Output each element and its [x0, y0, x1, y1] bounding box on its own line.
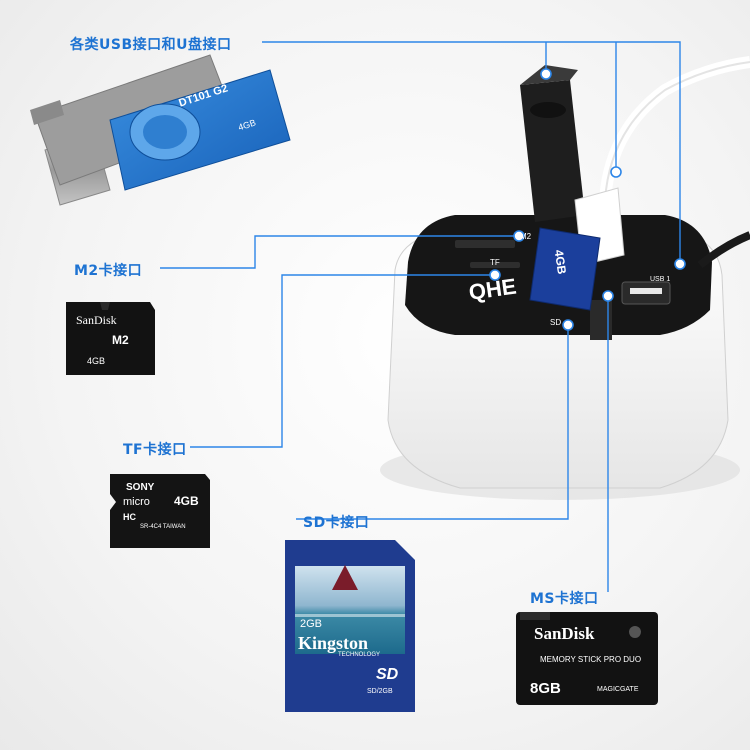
dot-ms — [602, 290, 614, 302]
m2-card-capacity: 4GB — [87, 356, 106, 366]
m2-card — [66, 302, 155, 375]
label-sd-port: SD卡接口 — [303, 515, 370, 531]
label-ms-port: MS卡接口 — [530, 591, 599, 607]
ms-card-capacity: 8GB — [530, 680, 561, 697]
tf-card-hc: HC — [123, 512, 136, 522]
sd-card-brand: Kingston — [298, 633, 369, 653]
inserted-sd-card — [529, 227, 601, 311]
label-m2-port: M2卡接口 — [74, 263, 143, 279]
dot-usb-1 — [540, 68, 552, 80]
sd-card-capacity: 2GB — [300, 618, 323, 630]
ms-card — [516, 612, 658, 705]
ms-card-brand: SanDisk — [534, 624, 595, 643]
connector-lines — [160, 41, 681, 592]
sd-card — [285, 540, 415, 712]
tf-card-brand: SONY — [126, 482, 155, 493]
power-cable — [697, 231, 750, 269]
label-usb-ports: 各类USB接口和U盘接口 — [70, 37, 232, 53]
sd-card-sub: TECHNOLOGY — [338, 652, 381, 658]
m2-card-type: M2 — [112, 333, 129, 347]
tf-card-capacity: 4GB — [174, 494, 199, 508]
dot-sd — [562, 319, 574, 331]
hub-port-label: USB 1 — [650, 276, 671, 283]
hub-m2-slot-label: M2 — [520, 232, 532, 241]
tf-card-code: SR-4C4 TAIWAN — [140, 524, 186, 530]
card-reader-hub: QHE — [380, 215, 740, 500]
label-tf-port: TF卡接口 — [123, 442, 187, 458]
usb-flash-drive — [30, 54, 291, 206]
tf-card-type: micro — [123, 496, 150, 508]
m2-card-brand: SanDisk — [76, 313, 117, 327]
ms-card-type: MEMORY STICK PRO DUO — [540, 655, 642, 664]
sd-card-logo: SD — [376, 666, 399, 683]
ms-card-gate: MAGICGATE — [597, 686, 639, 693]
sd-card-code: SD/2GB — [367, 688, 393, 695]
dot-usb-3 — [674, 258, 686, 270]
connector-dots — [489, 68, 686, 331]
dot-usb-2 — [610, 166, 622, 178]
dot-tf — [489, 269, 501, 281]
tf-card — [110, 474, 210, 548]
hub-tf-slot-label: TF — [490, 258, 500, 267]
hub-sd-slot-label: SD — [550, 318, 562, 327]
dot-m2 — [513, 230, 525, 242]
inserted-usb-stick — [520, 65, 585, 222]
